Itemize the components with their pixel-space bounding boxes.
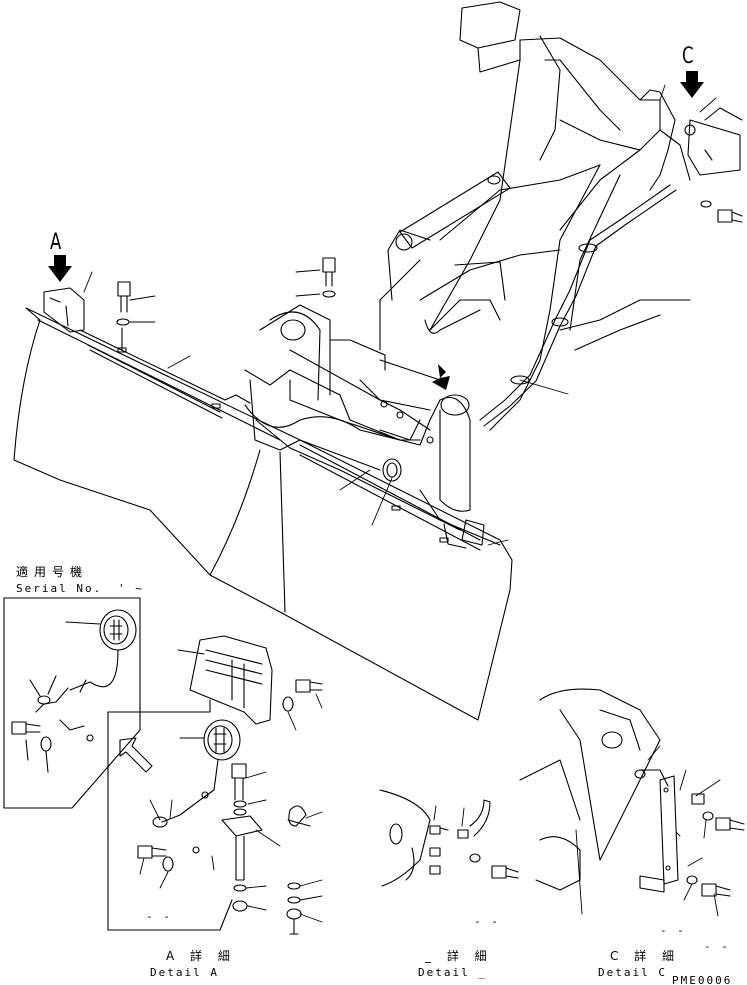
detail-a — [107, 635, 323, 935]
inset-arrow — [119, 737, 153, 773]
dash-mark: - - — [704, 940, 730, 953]
dozer-blade — [13, 307, 513, 721]
loader-frame — [379, 1, 743, 431]
detail-a-title-en: Detail A — [150, 966, 219, 979]
arrow-markers — [48, 71, 704, 390]
detail-a-title-jp: A 詳 細 — [166, 949, 236, 963]
inset-title: 適用号機 — [16, 565, 89, 579]
detail-c-title-en: Detail C — [598, 966, 667, 979]
dash-mark: - - — [660, 924, 686, 937]
detail-b — [379, 789, 519, 887]
detail-c-title-jp: C 詳 細 — [610, 949, 681, 963]
drawing-code: PME0006 — [672, 974, 733, 985]
inset-serial-range: ' ~ — [118, 582, 144, 595]
detail-b-title-jp: _ 詳 細 — [425, 949, 493, 963]
lift-cylinder — [395, 171, 511, 251]
leader-lines — [83, 84, 717, 546]
dash-mark: - - — [474, 915, 500, 928]
bolt-washer-c — [700, 200, 743, 223]
marker-c-label: C — [682, 44, 694, 69]
inset-box — [3, 597, 141, 809]
lamp-guard-left — [43, 287, 85, 333]
detail-c — [519, 688, 745, 917]
detail-b-title-en: Detail _ — [418, 966, 487, 979]
dash-mark: - - — [146, 910, 172, 923]
bolt-washer-center — [322, 257, 336, 298]
wiring-harness — [244, 379, 485, 549]
hydraulic-hose — [479, 175, 677, 427]
bolt-washer-a — [116, 281, 131, 351]
inset-serial-label: Serial No. — [16, 582, 103, 595]
marker-a-label: A — [50, 230, 62, 255]
